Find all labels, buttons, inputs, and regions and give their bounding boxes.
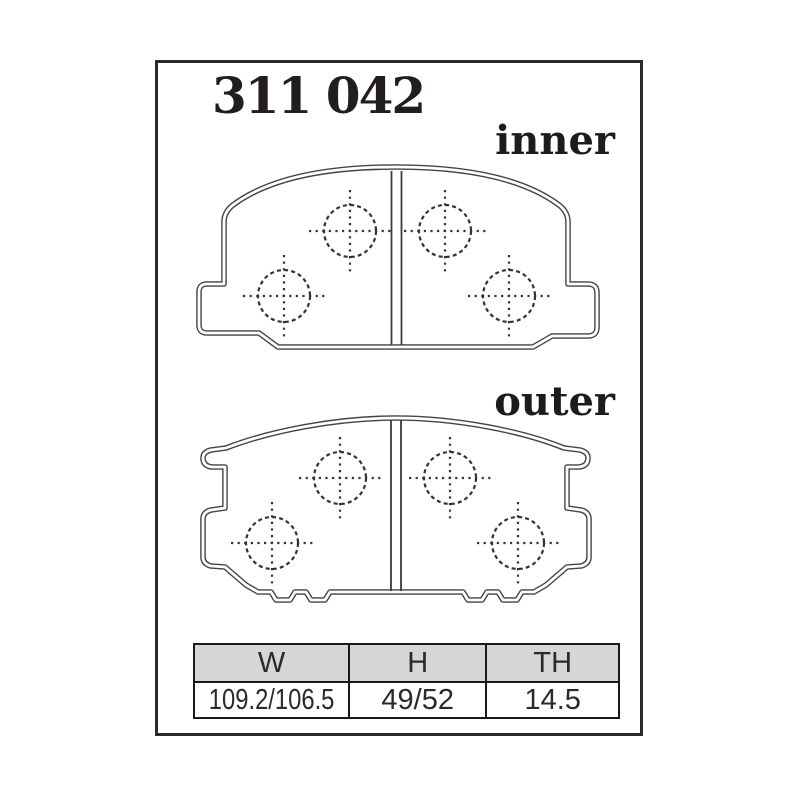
value-cell-w: 109.2/106.5 — [192, 681, 351, 719]
bolt-hole — [468, 255, 550, 337]
outer-pad-outline — [200, 415, 592, 603]
bolt-hole — [243, 255, 325, 337]
outer-pad-drawing — [200, 415, 592, 603]
outer-pad-bolt-holes — [231, 437, 559, 584]
inner-pad-bolt-holes — [243, 190, 550, 337]
spec-table: W H TH 109.2/106.5 49/52 14.5 — [192, 643, 621, 719]
header-cell-w: W — [192, 643, 351, 683]
brake-pad-drawings — [196, 164, 600, 603]
spec-table-value-row: 109.2/106.5 49/52 14.5 — [192, 681, 621, 719]
value-cell-th: 14.5 — [485, 681, 621, 719]
inner-pad-label: inner — [495, 117, 615, 164]
inner-pad-outline — [196, 164, 600, 350]
bolt-hole — [299, 437, 381, 519]
header-cell-h: H — [348, 643, 488, 683]
inner-pad-outline-core — [197, 165, 599, 349]
outer-pad-outline-core — [201, 416, 591, 602]
inner-pad-drawing — [196, 164, 600, 350]
bolt-hole — [309, 190, 391, 272]
bolt-hole — [477, 502, 559, 584]
part-number: 311 042 — [212, 66, 426, 125]
bolt-hole — [231, 502, 313, 584]
bolt-hole — [409, 437, 491, 519]
header-cell-th: TH — [485, 643, 621, 683]
outer-pad-slot-lines — [390, 420, 402, 591]
value-cell-h: 49/52 — [348, 681, 488, 719]
bolt-hole — [404, 190, 486, 272]
outer-pad-label: outer — [494, 378, 615, 425]
inner-pad-slot-lines — [390, 171, 403, 345]
spec-table-header-row: W H TH — [192, 643, 621, 683]
